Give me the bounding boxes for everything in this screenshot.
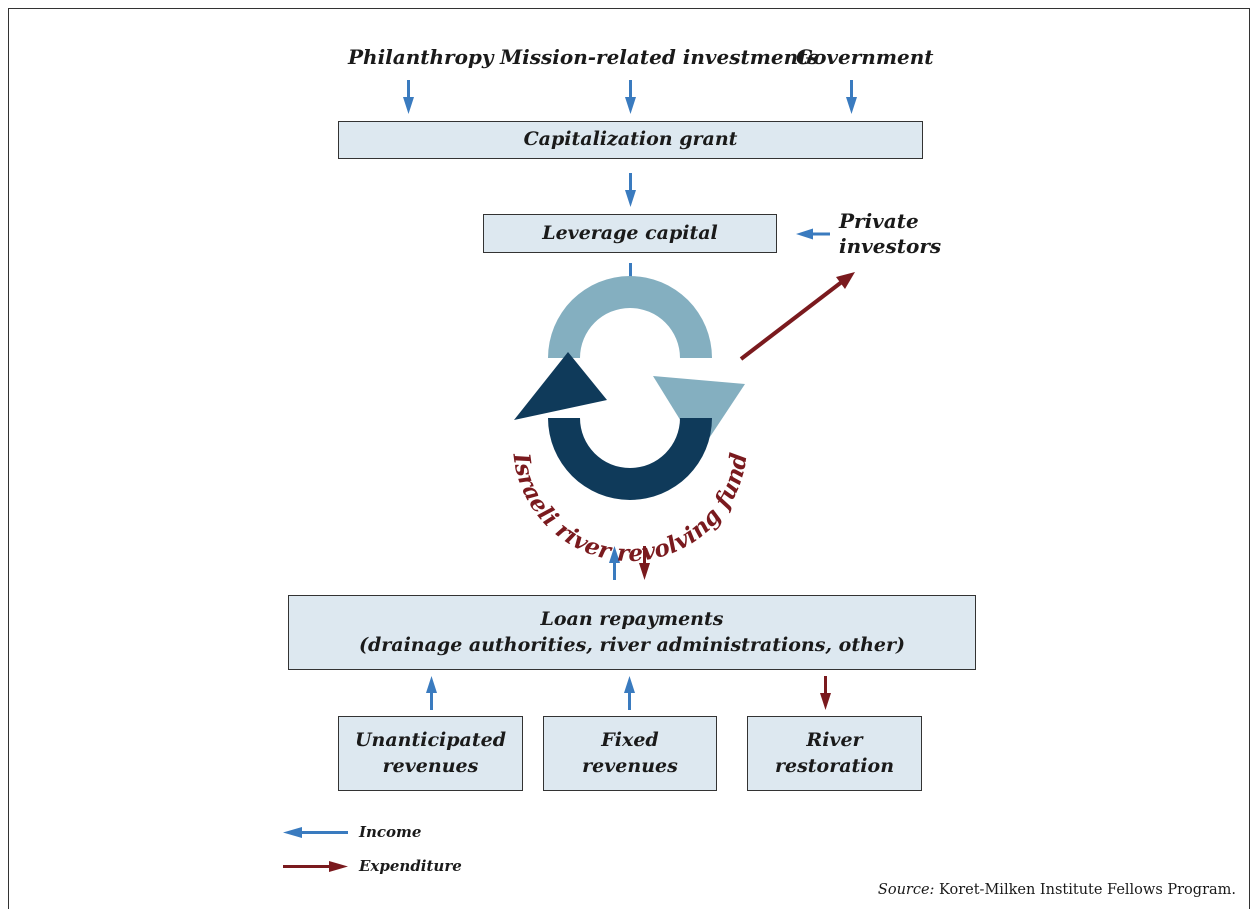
income-arrow [846, 80, 857, 114]
leverage-capital-label: Leverage capital [542, 221, 718, 244]
river-label-line1: River [806, 728, 863, 751]
river-label-line2: restoration [774, 754, 895, 777]
source-note: Source: Koret-Milken Institute Fellows P… [878, 882, 1236, 898]
income-arrow [796, 228, 830, 240]
loan-repayments-title: Loan repayments [540, 607, 724, 630]
loan-repayments-subtitle: (drainage authorities, river administrat… [358, 633, 906, 656]
revolving-fund-symbol [514, 276, 745, 500]
unanticipated-revenues-box: Unanticipated revenues [338, 716, 523, 791]
expenditure-arrow [739, 272, 855, 361]
income-arrow [403, 80, 414, 114]
income-arrow [609, 546, 620, 580]
source-philanthropy: Philanthropy [348, 45, 494, 69]
source-government: Government [796, 45, 934, 69]
income-arrow [624, 676, 635, 710]
income-arrow [625, 80, 636, 114]
capitalization-grant-label: Capitalization grant [523, 128, 738, 151]
legend-income-label: Income [359, 823, 422, 841]
legend-expenditure-icon [283, 861, 348, 872]
source-prefix: Source: [877, 882, 935, 898]
income-arrow [426, 676, 437, 710]
income-arrow [625, 173, 636, 207]
legend-expenditure-label: Expenditure [359, 857, 462, 875]
unanticipated-label-line1: Unanticipated [354, 728, 507, 751]
private-investors-line2: investors [839, 234, 942, 258]
fixed-label-line1: Fixed [601, 728, 659, 751]
expenditure-arrow [639, 546, 650, 580]
expenditure-arrow [820, 676, 831, 710]
loan-repayments-box: Loan repayments (drainage authorities, r… [288, 595, 976, 670]
legend-income-icon [283, 827, 348, 838]
source-mission-related-investments: Mission-related investments [500, 45, 819, 69]
capitalization-grant-box: Capitalization grant [338, 121, 923, 159]
private-investors-line1: Private [839, 209, 919, 233]
source-text: Koret-Milken Institute Fellows Program. [939, 882, 1236, 898]
fixed-label-line2: revenues [582, 754, 678, 777]
private-investors-label: Private investors [839, 209, 941, 259]
fixed-revenues-box: Fixed revenues [543, 716, 717, 791]
river-restoration-box: River restoration [747, 716, 922, 791]
unanticipated-label-line2: revenues [382, 754, 479, 777]
leverage-capital-box: Leverage capital [483, 214, 777, 253]
